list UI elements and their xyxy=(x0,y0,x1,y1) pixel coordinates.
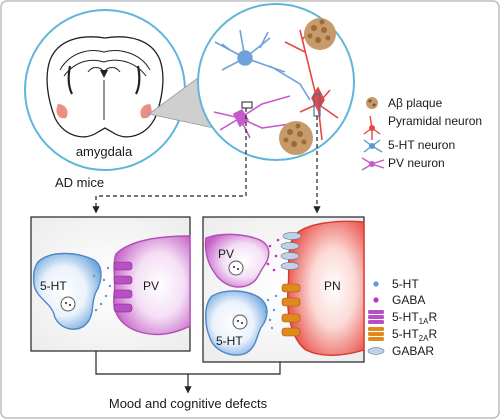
legend-item-5ht2a-receptor: 5-HT2AR xyxy=(368,327,437,343)
serotonin-release-dots-left xyxy=(92,266,112,312)
brain-section-circle: amygdala xyxy=(24,9,186,171)
svg-text:GABA: GABA xyxy=(392,293,425,307)
legend-item-5ht1a-receptor: 5-HT1AR xyxy=(368,310,437,326)
svg-text:5-HT1AR: 5-HT1AR xyxy=(392,310,437,326)
legend-item-5ht: 5-HT xyxy=(373,277,419,291)
neuron-zoom-circle xyxy=(197,3,355,161)
svg-text:Pyramidal neuron: Pyramidal neuron xyxy=(388,114,482,128)
amyloid-plaque-lower xyxy=(279,121,313,155)
serotonin-neuron-illustration xyxy=(214,29,311,101)
pv-neuron-illustration xyxy=(213,95,291,139)
svg-text:Aβ plaque: Aβ plaque xyxy=(388,96,443,110)
amyloid-plaque-upper xyxy=(304,18,336,50)
right-5ht-label: 5-HT xyxy=(216,334,243,348)
right-pn-label: PN xyxy=(324,279,341,293)
gaba-release-dots xyxy=(266,238,280,272)
gabar-cluster xyxy=(280,232,302,270)
left-5ht-label: 5-HT xyxy=(40,279,67,293)
serotonin-release-dots-right xyxy=(264,294,278,330)
amygdala-right-highlight xyxy=(140,104,152,119)
amygdala-left-highlight xyxy=(56,104,68,119)
legend-item-serotonin-neuron: 5-HT neuron xyxy=(363,138,455,153)
legend-item-gabar: GABAR xyxy=(367,344,434,358)
receptor-5ht1a-cluster-left xyxy=(113,261,133,313)
outcome-label: Mood and cognitive defects xyxy=(109,396,268,411)
amygdala-label: amygdala xyxy=(76,144,133,159)
legend-item-gaba: GABA xyxy=(373,293,425,307)
ad-mice-label: AD mice xyxy=(55,175,104,190)
svg-text:GABAR: GABAR xyxy=(392,344,434,358)
svg-text:5-HT neuron: 5-HT neuron xyxy=(388,138,455,152)
dashed-arrow-left xyxy=(92,108,247,214)
left-pv-label: PV xyxy=(143,279,159,293)
legend-item-plaque: Aβ plaque xyxy=(366,96,443,110)
legend-top: Aβ plaque Pyramidal neuron 5-HT neuron P… xyxy=(361,96,482,171)
receptor-5ht2a-cluster xyxy=(281,283,301,337)
legend-item-pv-neuron: PV neuron xyxy=(361,156,445,171)
svg-text:5-HT: 5-HT xyxy=(392,277,419,291)
svg-text:PV neuron: PV neuron xyxy=(388,156,445,170)
right-pv-label: PV xyxy=(218,247,234,261)
svg-text:5-HT2AR: 5-HT2AR xyxy=(392,327,437,343)
legend-item-pyramidal: Pyramidal neuron xyxy=(363,114,482,140)
coronal-brain-outline xyxy=(46,36,164,138)
left-synapse-panel: 5-HT PV xyxy=(30,216,191,352)
right-synapse-panel: PV 5-HT PN xyxy=(202,216,365,363)
legend-bottom: 5-HT GABA 5-HT1AR 5-HT2AR GABAR xyxy=(367,277,437,358)
serotonin-terminal-left xyxy=(32,252,102,330)
